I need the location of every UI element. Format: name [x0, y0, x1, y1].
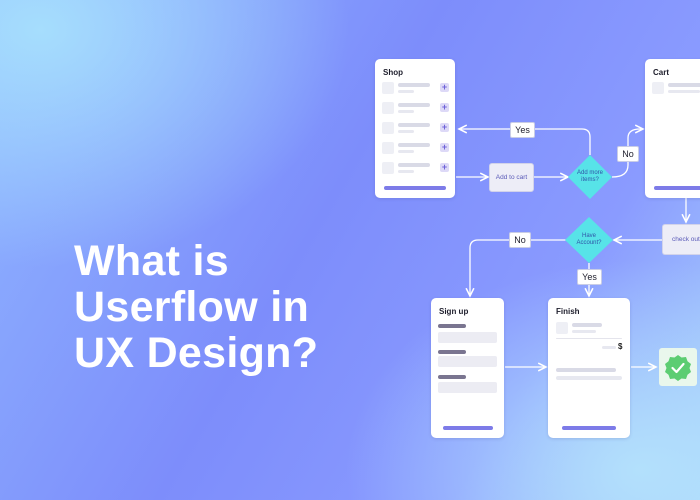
signup-primary-button[interactable] — [443, 426, 493, 430]
signup-field-3[interactable] — [438, 382, 497, 393]
shop-card[interactable]: Shop + + + + + — [375, 59, 455, 198]
headline-line-2: Userflow in — [74, 283, 310, 331]
decision-have-account-line-1: Have — [581, 233, 596, 239]
product-thumbnail — [382, 162, 394, 174]
check-badge-icon — [665, 355, 691, 381]
headline-line-1: What is — [74, 237, 229, 285]
product-name-bar — [398, 83, 430, 87]
check-out-label: check out — [672, 236, 700, 243]
decision-have-account-line-2: Account? — [576, 240, 602, 246]
shop-primary-button[interactable] — [384, 186, 446, 190]
cart-item-name-bar — [668, 83, 700, 87]
check-out-button[interactable]: check out — [662, 224, 700, 255]
cart-card-title: Cart — [653, 68, 670, 77]
order-item-thumbnail — [556, 322, 568, 334]
success-badge — [659, 348, 697, 386]
add-to-cart-button[interactable]: Add to cart — [489, 163, 534, 192]
divider — [556, 338, 622, 339]
edge-addmore-no-to-cart — [611, 129, 643, 178]
edge-label-yes-bottom: Yes — [577, 269, 602, 285]
edge-label-no-left: No — [509, 232, 531, 248]
plus-icon[interactable]: + — [440, 162, 449, 172]
decision-add-more-line-2: items? — [581, 177, 599, 183]
product-meta-bar — [398, 130, 414, 133]
plus-icon[interactable]: + — [440, 102, 449, 112]
product-thumbnail — [382, 122, 394, 134]
signup-card[interactable]: Sign up — [431, 298, 504, 438]
product-thumbnail — [382, 82, 394, 94]
edge-haveaccount-no-to-signup — [470, 239, 566, 296]
signup-field-1[interactable] — [438, 332, 497, 343]
order-item-name-bar — [572, 323, 602, 327]
currency-symbol: $ — [618, 342, 623, 351]
decision-add-more — [568, 155, 612, 199]
cart-primary-button[interactable] — [654, 186, 700, 190]
product-name-bar — [398, 143, 430, 147]
product-name-bar — [398, 103, 430, 107]
decision-have-account-text: Have Account? — [564, 233, 614, 247]
cart-item-meta-bar — [668, 90, 700, 93]
cart-card[interactable]: Cart — [645, 59, 700, 198]
decision-have-account — [565, 217, 613, 263]
product-name-bar — [398, 123, 430, 127]
product-thumbnail — [382, 102, 394, 114]
shop-card-title: Shop — [383, 68, 403, 77]
summary-bar-1 — [556, 368, 616, 372]
product-meta-bar — [398, 150, 414, 153]
headline: What is Userflow in UX Design? — [74, 238, 374, 376]
product-name-bar — [398, 163, 430, 167]
field-label-bar — [438, 375, 466, 379]
cart-item-thumbnail — [652, 82, 664, 94]
finish-card-title: Finish — [556, 307, 580, 316]
product-meta-bar — [398, 110, 414, 113]
field-label-bar — [438, 324, 466, 328]
finish-card[interactable]: Finish $ — [548, 298, 630, 438]
edge-label-yes-top: Yes — [510, 122, 535, 138]
headline-line-3: UX Design? — [74, 329, 319, 377]
signup-field-2[interactable] — [438, 356, 497, 367]
plus-icon[interactable]: + — [440, 142, 449, 152]
add-to-cart-label: Add to cart — [495, 174, 528, 181]
product-meta-bar — [398, 170, 414, 173]
finish-primary-button[interactable] — [562, 426, 616, 430]
field-label-bar — [438, 350, 466, 354]
order-item-meta-bar — [572, 330, 596, 333]
product-thumbnail — [382, 142, 394, 154]
summary-bar-2 — [556, 376, 622, 380]
decision-add-more-line-1: Add more — [576, 170, 603, 176]
decision-add-more-text: Add more items? — [565, 170, 615, 184]
product-meta-bar — [398, 90, 414, 93]
edge-addmore-yes-to-shop — [459, 129, 591, 155]
price-bar — [602, 346, 616, 349]
edge-label-no-top: No — [617, 146, 639, 162]
plus-icon[interactable]: + — [440, 122, 449, 132]
signup-card-title: Sign up — [439, 307, 469, 316]
plus-icon[interactable]: + — [440, 82, 449, 92]
